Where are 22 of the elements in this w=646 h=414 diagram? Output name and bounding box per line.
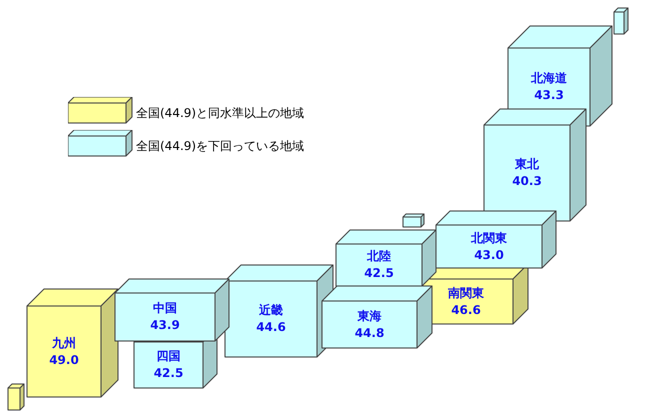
region-name: 北関東 (471, 230, 507, 246)
region-name: 北陸 (367, 248, 391, 265)
region-name: 南関東 (448, 284, 484, 302)
region-name: 九州 (52, 334, 76, 352)
region-value: 49.0 (49, 352, 79, 368)
region-name: 近畿 (259, 302, 283, 319)
region-value: 43.9 (150, 317, 180, 334)
region-value: 43.3 (534, 87, 564, 104)
region-name: 四国 (156, 348, 180, 365)
region-value: 46.6 (451, 302, 481, 318)
region-value: 42.5 (154, 365, 184, 382)
region-value: 42.5 (364, 265, 394, 282)
region-name: 東北 (515, 156, 539, 173)
region-value: 44.8 (354, 324, 384, 342)
legend-label: 全国(44.9)を下回っている地域 (136, 138, 304, 155)
region-name: 北海道 (531, 70, 567, 87)
legend-label: 全国(44.9)と同水準以上の地域 (136, 105, 304, 122)
region-name: 中国 (153, 300, 177, 317)
region-value: 43.0 (474, 246, 504, 264)
region-value: 44.6 (256, 319, 286, 336)
region-name: 東海 (358, 308, 382, 324)
region-value: 40.3 (512, 173, 542, 190)
